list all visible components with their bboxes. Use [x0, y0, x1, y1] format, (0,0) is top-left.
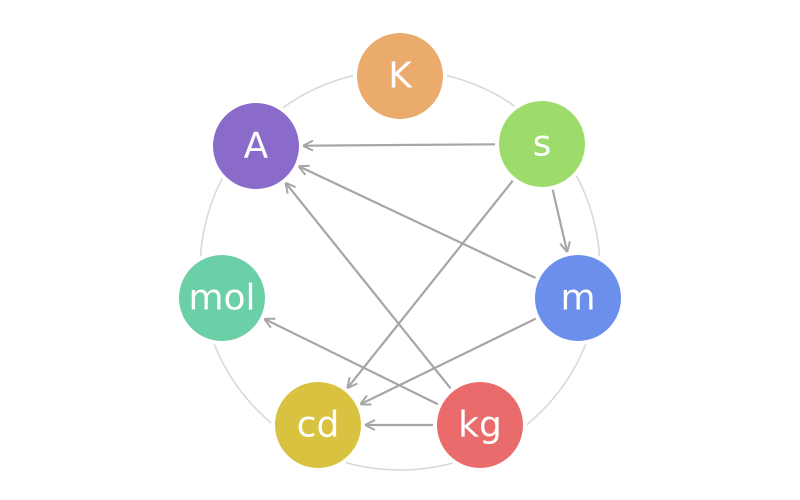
node-circle [275, 382, 361, 468]
edge-kg-to-A [285, 183, 453, 391]
edge-s-to-A [303, 144, 498, 145]
node-K: K [353, 29, 447, 123]
node-mol: mol [175, 251, 269, 345]
nodes-layer: Ks m kg cd mol A [175, 29, 625, 472]
node-circle [535, 255, 621, 341]
node-cd: cd [271, 378, 365, 472]
node-m: m [531, 251, 625, 345]
node-label: A [244, 126, 269, 167]
node-A: A [209, 99, 303, 193]
edge-s-to-m [551, 187, 567, 252]
node-label: mol [188, 278, 255, 319]
node-label: kg [458, 405, 502, 446]
node-label: K [388, 56, 413, 97]
edge-s-to-cd [347, 178, 515, 388]
edge-m-to-cd [360, 316, 539, 405]
node-label: m [560, 278, 595, 319]
edge-m-to-A [299, 166, 538, 280]
node-circle [357, 33, 443, 119]
node-circle [179, 255, 265, 341]
node-circle [499, 101, 585, 187]
node-s: s [495, 97, 589, 191]
edges-layer [264, 144, 567, 425]
node-kg: kg [433, 378, 527, 472]
edge-kg-to-mol [264, 319, 441, 407]
node-circle [213, 103, 299, 189]
node-label: s [533, 124, 552, 165]
node-circle [437, 382, 523, 468]
node-label: cd [297, 405, 340, 446]
